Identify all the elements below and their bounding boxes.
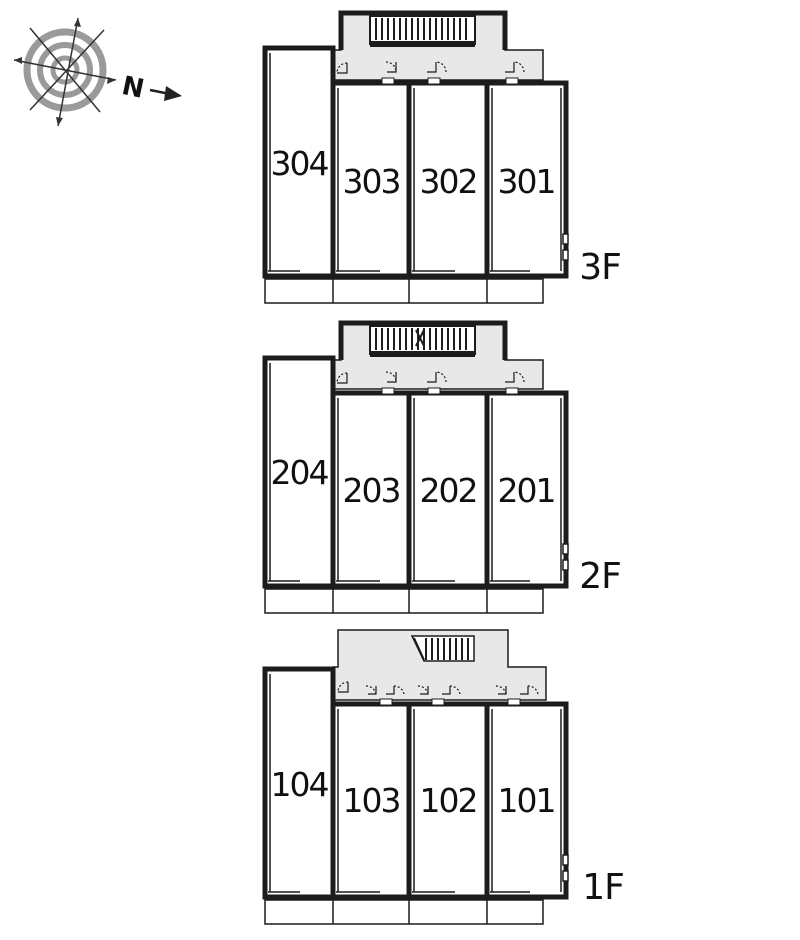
- unit-label: 204: [271, 453, 329, 492]
- unit-label: 103: [343, 781, 400, 820]
- balcony: [264, 899, 544, 925]
- unit-label: 301: [498, 162, 555, 201]
- unit-label: 304: [271, 144, 329, 183]
- floor-label: 1F: [582, 867, 624, 908]
- inner-wall-lines: [268, 674, 562, 893]
- floor-label: 2F: [579, 556, 621, 597]
- door-swings: [336, 61, 525, 74]
- unit-box-201: [484, 390, 569, 589]
- balcony: [264, 278, 544, 304]
- floor-2-plan: 204 203 202 201 2F: [262, 320, 622, 614]
- inner-wall-lines: [268, 363, 562, 582]
- entry-marks: [381, 387, 519, 395]
- unit-box-203: [330, 390, 412, 589]
- door-swings: [337, 681, 539, 695]
- staircase: [369, 15, 476, 47]
- unit-label: 303: [343, 162, 400, 201]
- unit-box-304: [262, 45, 336, 279]
- window-marks: [562, 854, 569, 882]
- unit-label: 104: [271, 765, 329, 804]
- window-marks: [562, 233, 569, 261]
- entry-marks: [381, 77, 519, 85]
- unit-box-104: [262, 666, 336, 900]
- balcony: [264, 588, 544, 614]
- unit-box-302: [406, 80, 490, 279]
- staircase: [369, 325, 476, 357]
- inner-wall-lines: [268, 53, 562, 272]
- unit-label: 302: [420, 162, 477, 201]
- floor-1-plan: 104 103 102 101 1F: [262, 629, 625, 925]
- unit-label: 203: [343, 471, 400, 510]
- compass-north-letter: N: [119, 71, 147, 105]
- floor-3-plan: 304 303 302 301 3F: [262, 10, 622, 304]
- unit-label: 101: [498, 781, 555, 820]
- unit-label: 102: [420, 781, 477, 820]
- door-swings: [336, 371, 525, 384]
- unit-box-202: [406, 390, 490, 589]
- unit-label: 201: [498, 471, 555, 510]
- window-marks: [562, 543, 569, 571]
- unit-label: 202: [420, 471, 477, 510]
- floor-label: 3F: [579, 247, 621, 288]
- unit-box-101: [484, 701, 569, 900]
- compass-rose-icon: [13, 17, 117, 127]
- staircase: [410, 635, 475, 662]
- unit-box-301: [484, 80, 569, 279]
- corridor: [332, 629, 547, 701]
- north-arrow-icon: [149, 86, 182, 101]
- entry-marks: [379, 698, 521, 706]
